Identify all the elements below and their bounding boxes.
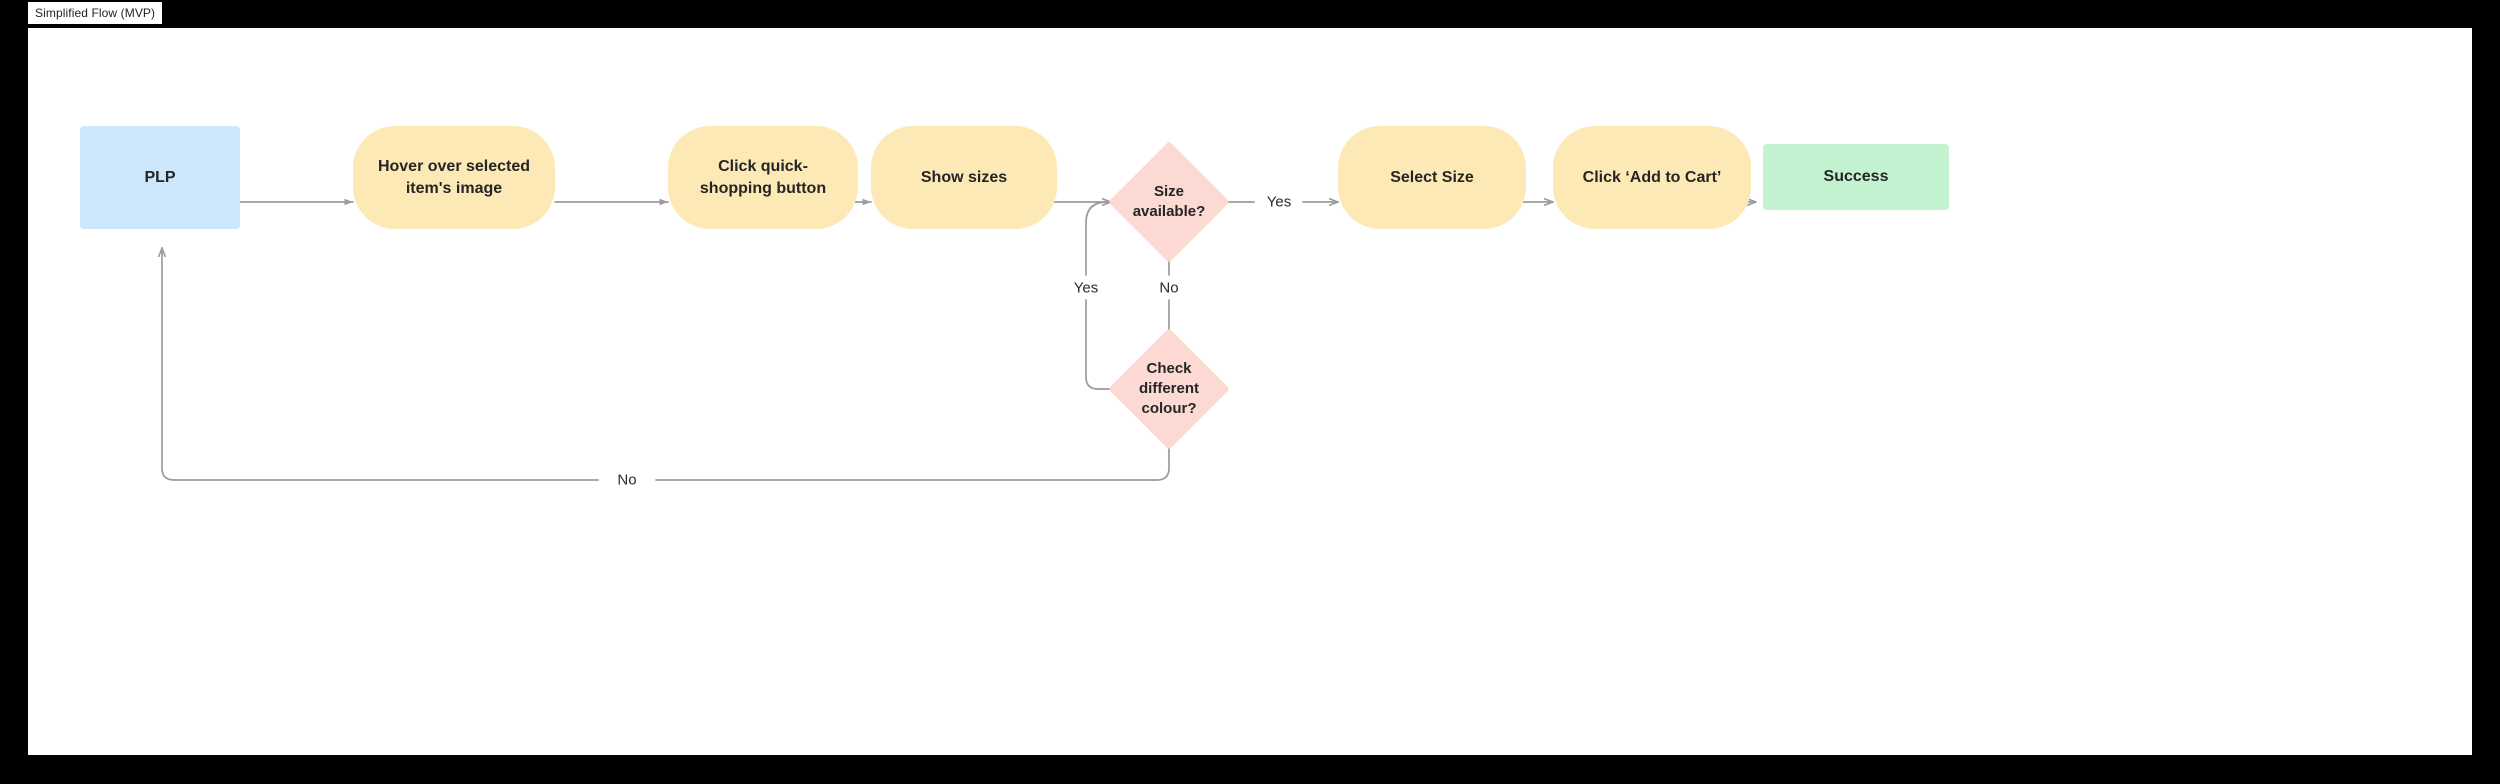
node-plp-label: PLP xyxy=(144,168,176,186)
edge-checkcolour-no-b xyxy=(162,247,599,481)
node-select-size-label: Select Size xyxy=(1390,168,1474,186)
node-select-size[interactable]: Select Size xyxy=(1338,126,1526,229)
edge-label-no-back-to-plp: No xyxy=(610,472,644,488)
edge-checkcolour-no-a xyxy=(655,431,1170,481)
node-success-label: Success xyxy=(1823,168,1889,186)
node-add-to-cart-label: Click ‘Add to Cart’ xyxy=(1582,168,1722,186)
edge-checkcolour-yes-b xyxy=(1085,201,1108,276)
edge-label-yes-select-size: Yes xyxy=(1259,194,1299,210)
node-size-available[interactable]: Size available? xyxy=(1108,141,1230,263)
node-add-to-cart[interactable]: Click ‘Add to Cart’ xyxy=(1553,126,1751,229)
node-success[interactable]: Success xyxy=(1763,144,1949,210)
frame-label[interactable]: Simplified Flow (MVP) xyxy=(28,2,163,24)
node-size-available-label: Size available? xyxy=(1132,183,1206,220)
node-check-colour[interactable]: Check different colour? xyxy=(1108,328,1230,450)
node-check-colour-label: Check different colour? xyxy=(1139,360,1199,417)
node-hover-image-label: Hover over selected item's image xyxy=(377,158,531,197)
edge-label-no-check-colour: No xyxy=(1152,280,1186,296)
node-plp[interactable]: PLP xyxy=(80,126,240,229)
node-quick-shopping[interactable]: Click quick- shopping button xyxy=(668,126,858,229)
edge-checkcolour-yes-a xyxy=(1085,299,1113,390)
node-hover-image[interactable]: Hover over selected item's image xyxy=(353,126,555,229)
node-quick-shopping-label: Click quick- shopping button xyxy=(699,158,827,197)
flowchart-canvas[interactable]: Select Size --> Check different colour? … xyxy=(28,28,2472,755)
edge-label-yes-loop-back: Yes xyxy=(1066,280,1106,296)
edges-layer: Select Size --> Check different colour? … xyxy=(28,28,1757,481)
node-show-sizes-label: Show sizes xyxy=(920,168,1008,186)
node-show-sizes[interactable]: Show sizes xyxy=(871,126,1057,229)
